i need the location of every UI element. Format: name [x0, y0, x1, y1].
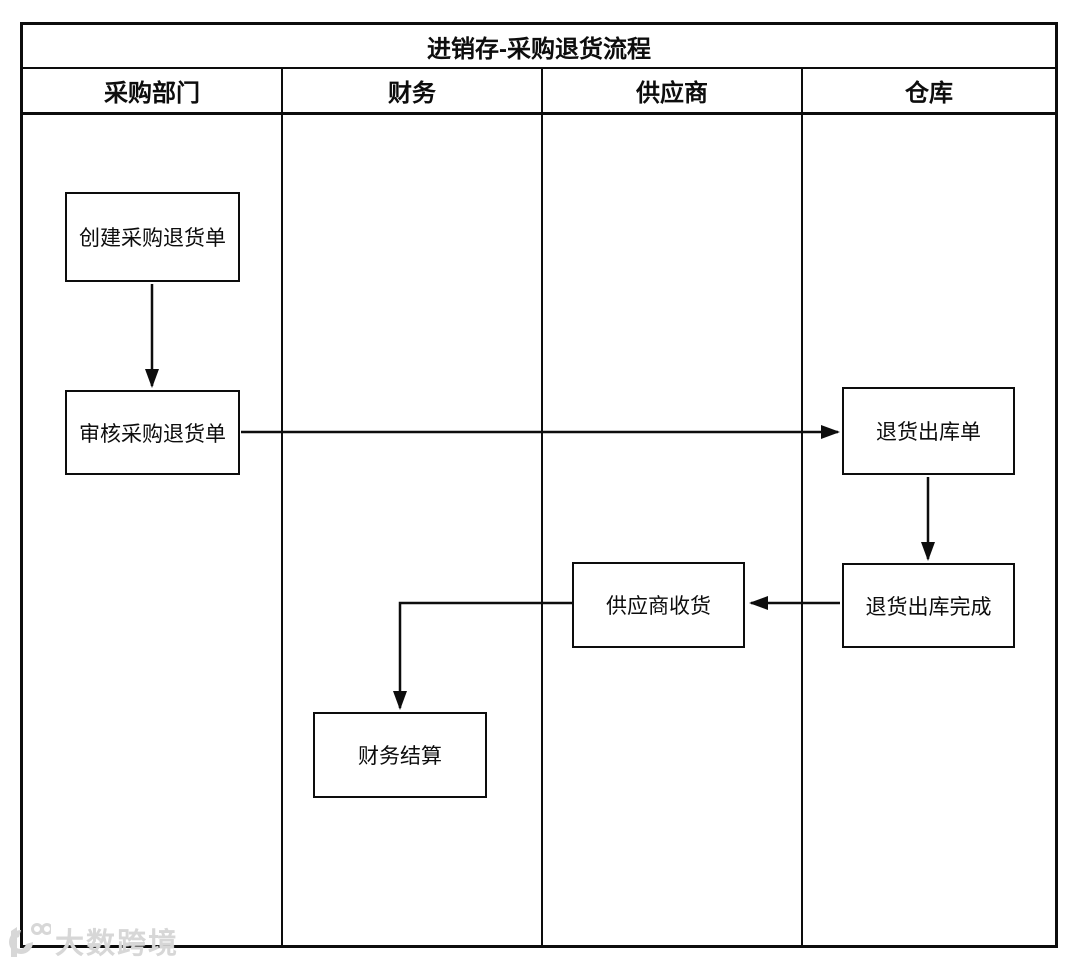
lane-finance	[281, 115, 541, 945]
node-finance-settlement: 财务结算	[313, 712, 487, 798]
lane-supplier	[541, 115, 801, 945]
watermark: 大数跨境	[3, 919, 179, 963]
lane-header-warehouse: 仓库	[801, 69, 1055, 112]
node-create-purchase-return: 创建采购退货单	[65, 192, 240, 282]
node-return-outbound-order: 退货出库单	[842, 387, 1015, 475]
lane-header-supplier: 供应商	[541, 69, 801, 112]
watermark-text: 大数跨境	[55, 928, 180, 960]
node-supplier-receive: 供应商收货	[572, 562, 745, 648]
lane-header-row: 采购部门 财务 供应商 仓库	[23, 69, 1055, 115]
node-review-purchase-return: 审核采购退货单	[65, 390, 240, 475]
dashukuajing-logo-icon	[9, 923, 51, 957]
lanes-body	[23, 115, 1055, 945]
lane-header-finance: 财务	[281, 69, 541, 112]
lane-warehouse	[801, 115, 1055, 945]
lane-header-purchasing: 采购部门	[104, 80, 200, 107]
diagram-frame: 进销存-采购退货流程 采购部门 财务 供应商 仓库	[20, 22, 1058, 948]
node-return-outbound-complete: 退货出库完成	[842, 563, 1015, 648]
diagram-title: 进销存-采购退货流程	[23, 25, 1055, 69]
